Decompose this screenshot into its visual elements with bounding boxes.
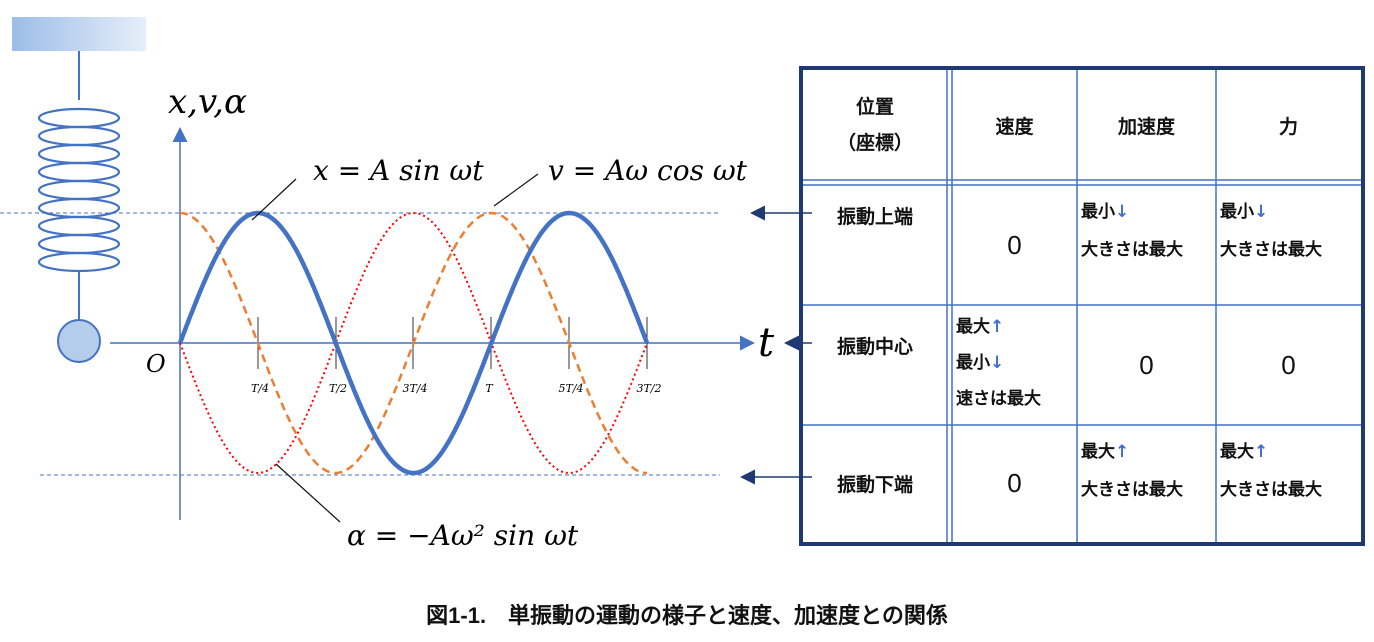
table-grid	[803, 70, 1361, 542]
header-force: 力	[1278, 115, 1298, 138]
lower-accel-line2: 大きさは最大	[1081, 480, 1183, 500]
displacement-curve	[177, 210, 650, 476]
spring-mass	[57, 319, 101, 363]
tick-label: T/4	[251, 382, 269, 395]
upper-accel-line1: 最小↓	[1081, 202, 1130, 222]
center-speed: 最大↑ 最小↓ 速さは最大	[952, 305, 1077, 425]
center-speed-line3: 速さは最大	[956, 389, 1041, 409]
lower-force: 最大↑ 大きさは最大	[1216, 425, 1361, 542]
v-curve-label: v = Aω cos ωt	[548, 154, 748, 187]
relation-table: 位置 （座標） 速度 加速度 力 振動上端 0 最小↓ 大きさは最大 最小↓ 大…	[799, 66, 1365, 546]
row-label-center: 振動中心	[836, 335, 913, 358]
header-speed: 速度	[995, 115, 1034, 138]
ceiling	[12, 17, 146, 51]
center-speed-line2: 最小↓	[956, 353, 1005, 373]
lower-speed: 0	[1007, 468, 1022, 498]
upper-accel-line2: 大きさは最大	[1081, 240, 1183, 260]
tick-label: T	[485, 382, 494, 395]
spring-coil	[37, 107, 121, 273]
center-accel: 0	[1139, 349, 1154, 380]
upper-accel: 最小↓ 大きさは最大	[1077, 185, 1216, 305]
header-position: 位置 （座標）	[836, 96, 913, 154]
acceleration-curve	[179, 211, 648, 475]
tick-label: T/2	[329, 382, 347, 395]
x-label-pointer	[251, 178, 297, 221]
upper-force-line2: 大きさは最大	[1220, 240, 1322, 260]
center-speed-line1: 最大↑	[956, 317, 1005, 337]
a-label-pointer	[275, 463, 341, 523]
lower-force-line1: 最大↑	[1220, 442, 1269, 462]
center-force: 0	[1281, 349, 1296, 380]
v-label-pointer	[493, 173, 539, 207]
lower-force-line2: 大きさは最大	[1220, 480, 1322, 500]
upper-speed: 0	[1007, 229, 1022, 260]
y-axis-label: x,v,α	[168, 82, 247, 122]
a-curve-label: α = −Aω² sin ωt	[347, 519, 579, 552]
origin-label: O	[146, 350, 166, 378]
upper-force: 最小↓ 大きさは最大	[1216, 185, 1361, 305]
x-axis-label: t	[758, 320, 775, 366]
tick-label: 5T/4	[558, 382, 583, 395]
velocity-curve	[179, 211, 648, 475]
lower-accel: 最大↑ 大きさは最大	[1077, 425, 1216, 542]
tick-label: 3T/2	[636, 382, 661, 395]
x-curve-label: x = A sin ωt	[313, 154, 484, 187]
row-label-lower: 振動下端	[836, 474, 913, 496]
header-acceleration: 加速度	[1117, 115, 1175, 138]
tick-label: 3T/4	[402, 382, 427, 395]
figure-caption: 図1-1. 単振動の運動の様子と速度、加速度との関係	[426, 603, 948, 628]
upper-force-line1: 最小↓	[1220, 202, 1269, 222]
lower-accel-line1: 最大↑	[1081, 442, 1130, 462]
row-label-upper: 振動上端	[836, 205, 913, 228]
